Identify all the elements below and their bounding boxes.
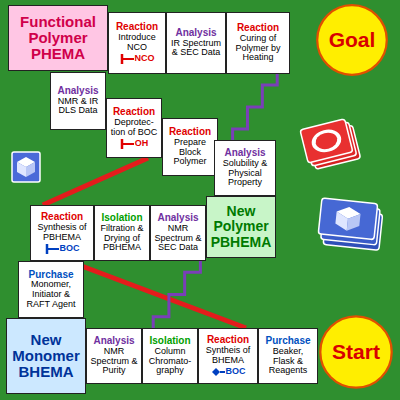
step-box: PurchaseMonomer, Initiator & RAFT Agent bbox=[18, 261, 84, 318]
group-symbol: BOC bbox=[211, 367, 246, 377]
milestone-box: Functional Polymer PHEMA bbox=[8, 5, 108, 71]
step-box: AnalysisIR Spectrum & SEC Data bbox=[166, 12, 226, 74]
red-card-stack bbox=[300, 117, 361, 170]
milestone-box: New Polymer PBHEMA bbox=[206, 196, 276, 258]
step-label: Solubility & Physical Property bbox=[217, 159, 273, 188]
group-symbol: OH bbox=[120, 139, 149, 149]
step-box: IsolationColumn Chromato-graphy bbox=[142, 328, 198, 384]
blue-box-icon bbox=[12, 152, 40, 182]
group-label: NCO bbox=[135, 54, 155, 64]
group-symbol: NCO bbox=[120, 54, 155, 64]
step-kind: Isolation bbox=[149, 336, 190, 347]
step-kind: Reaction bbox=[237, 23, 279, 34]
goal-label: Goal bbox=[329, 29, 376, 52]
step-kind: Analysis bbox=[57, 86, 98, 97]
step-kind: Analysis bbox=[175, 28, 216, 39]
step-label: Monomer, Initiator & RAFT Agent bbox=[21, 280, 81, 309]
step-kind: Reaction bbox=[116, 22, 158, 33]
goal-label: Start bbox=[332, 341, 380, 364]
group-label: BOC bbox=[60, 244, 80, 254]
step-label: Curing of Polymer by Heating bbox=[229, 34, 287, 63]
step-kind: Purchase bbox=[265, 336, 310, 347]
step-box: ReactionIntroduce NCO NCO bbox=[108, 12, 166, 74]
chute-connector bbox=[68, 261, 246, 328]
bond-symbol bbox=[120, 139, 134, 149]
step-label: Filtration & Drying of PBHEMA bbox=[97, 224, 147, 253]
group-symbol: BOC bbox=[45, 244, 80, 254]
step-label: NMR Spectrum & SEC Data bbox=[153, 224, 203, 253]
step-kind: Reaction bbox=[207, 335, 249, 346]
step-kind: Analysis bbox=[93, 336, 134, 347]
step-label: Syntheis of BHEMA bbox=[201, 346, 255, 365]
step-box: AnalysisSolubility & Physical Property bbox=[214, 140, 276, 196]
milestone-label: New Polymer PBHEMA bbox=[209, 204, 273, 249]
bond-symbol bbox=[45, 244, 59, 254]
milestone-label: New Monomer BHEMA bbox=[9, 332, 83, 381]
step-kind: Reaction bbox=[169, 127, 211, 138]
step-label: Introduce NCO bbox=[111, 33, 163, 52]
chute-connector bbox=[43, 158, 148, 205]
bond-symbol bbox=[211, 367, 225, 377]
step-kind: Analysis bbox=[224, 148, 265, 159]
group-label: OH bbox=[135, 139, 149, 149]
ladder-connector bbox=[153, 261, 200, 328]
step-box: PurchaseBeaker, Flask & Reagents bbox=[258, 328, 318, 384]
step-box: ReactionSyntheis of BHEMA BOC bbox=[198, 328, 258, 384]
step-box: AnalysisNMR & IR DLS Data bbox=[50, 72, 106, 130]
goal-circle: Goal bbox=[315, 3, 389, 77]
step-box: IsolationFiltration & Drying of PBHEMA bbox=[94, 205, 150, 261]
step-kind: Purchase bbox=[28, 270, 73, 281]
group-label: BOC bbox=[226, 367, 246, 377]
step-label: Deprotec-tion of BOC bbox=[109, 118, 159, 137]
step-kind: Analysis bbox=[157, 213, 198, 224]
step-label: IR Spectrum & SEC Data bbox=[169, 39, 223, 58]
bond-symbol bbox=[120, 54, 134, 64]
step-box: AnalysisNMR Spectrum & SEC Data bbox=[150, 205, 206, 261]
step-box: ReactionPrepare Block Polymer bbox=[162, 118, 218, 176]
step-kind: Reaction bbox=[113, 107, 155, 118]
step-box: ReactionCuring of Polymer by Heating bbox=[226, 12, 290, 74]
step-label: Synthesis of PBHEMA bbox=[33, 223, 91, 242]
milestone-box: New Monomer BHEMA bbox=[6, 318, 86, 394]
step-kind: Isolation bbox=[101, 213, 142, 224]
goal-circle: Start bbox=[318, 314, 394, 390]
ladder-connector bbox=[233, 74, 278, 140]
blue-card-stack bbox=[317, 198, 383, 250]
step-label: Column Chromato-graphy bbox=[145, 347, 195, 376]
milestone-label: Functional Polymer PHEMA bbox=[11, 14, 105, 63]
step-box: ReactionSynthesis of PBHEMA BOC bbox=[30, 205, 94, 261]
step-label: Prepare Block Polymer bbox=[165, 138, 215, 167]
step-box: AnalysisNMR Spectrum & Purity bbox=[86, 328, 142, 384]
step-label: Beaker, Flask & Reagents bbox=[261, 347, 315, 376]
step-label: NMR Spectrum & Purity bbox=[89, 347, 139, 376]
step-box: ReactionDeprotec-tion of BOC OH bbox=[106, 98, 162, 158]
step-kind: Reaction bbox=[41, 212, 83, 223]
step-label: NMR & IR DLS Data bbox=[53, 97, 103, 116]
